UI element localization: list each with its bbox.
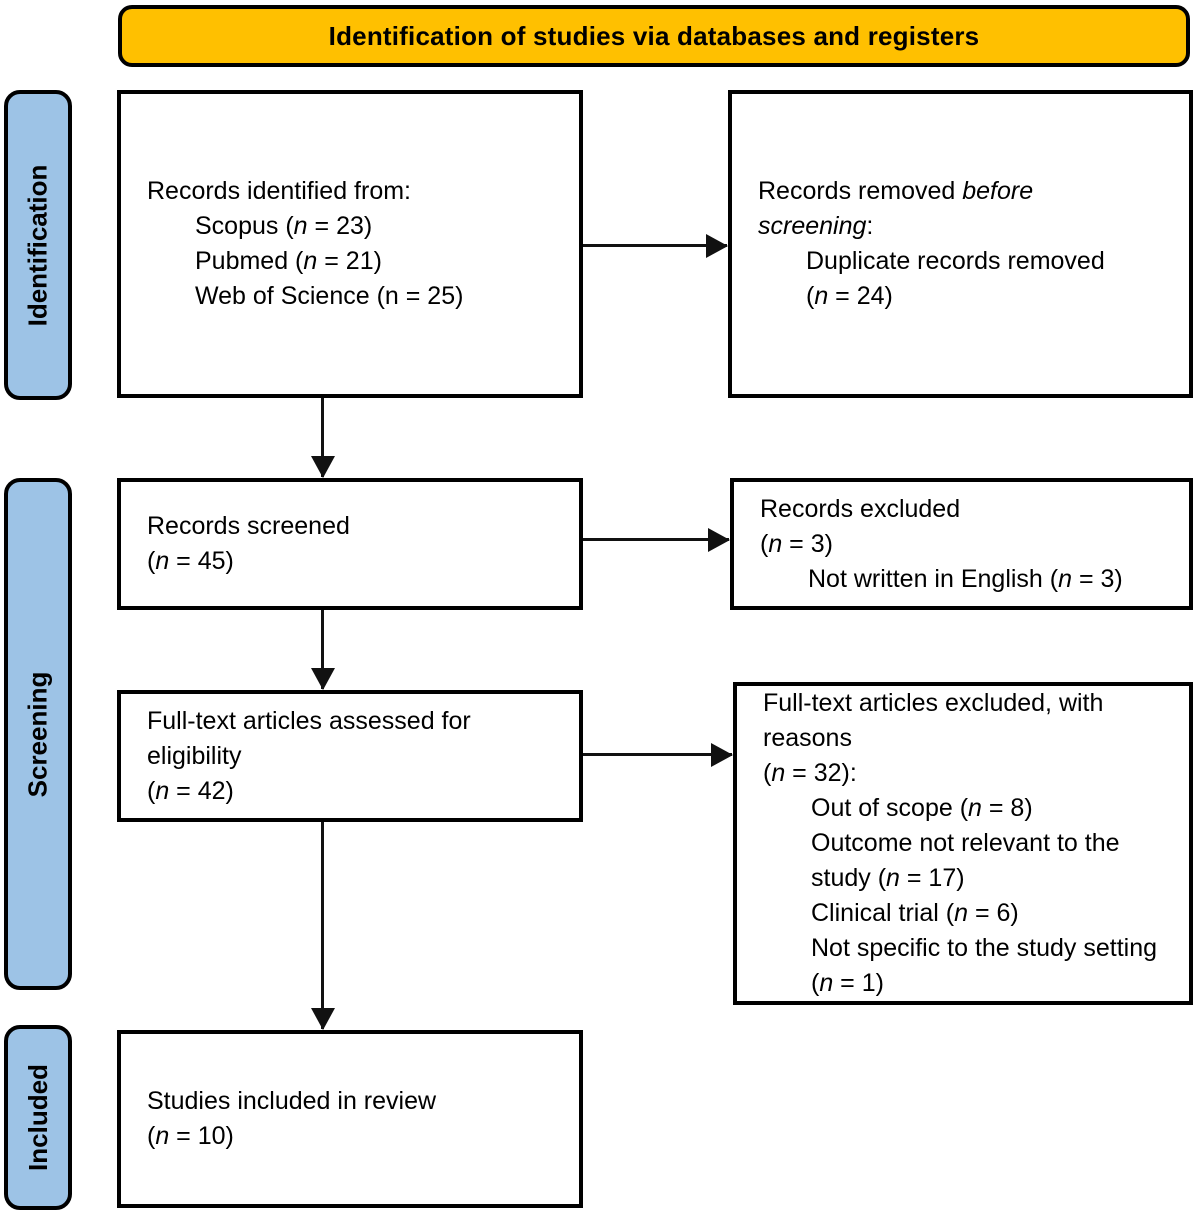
text-line: Records screened	[147, 512, 350, 540]
text-line: Studies included in review	[147, 1087, 437, 1115]
arrow-identified-to-screened	[321, 398, 324, 477]
text-line: Records identified from:	[147, 177, 412, 205]
arrow-assessed-to-excluded	[583, 753, 732, 756]
text-line: (n = 45)	[147, 547, 234, 575]
box-records-removed: Records removed before screening: Duplica…	[728, 90, 1193, 398]
header-banner: Identification of studies via databases …	[118, 5, 1190, 67]
text-line: Duplicate records removed (n = 24)	[806, 247, 1105, 310]
text-line: Out of scope (n = 8)	[811, 794, 1033, 822]
text-line: Not written in English (n = 3)	[808, 564, 1123, 593]
box-fulltext-assessed: Full-text articles assessed for eligibil…	[117, 690, 583, 822]
box-studies-included: Studies included in review (n = 10)	[117, 1030, 583, 1208]
box-records-excluded: Records excluded (n = 3) Not written in En…	[730, 478, 1193, 610]
text-line: Pubmed (n = 21)	[195, 247, 382, 275]
box-records-screened: Records screened (n = 45)	[117, 478, 583, 610]
text-line: Records excluded	[760, 494, 961, 523]
stage-bar-included: Included	[4, 1025, 72, 1210]
text-line: (n = 42)	[147, 776, 234, 805]
arrow-identified-to-removed	[583, 244, 727, 247]
arrow-screened-to-assessed	[321, 610, 324, 689]
text-line: Web of Science (n = 25)	[195, 282, 464, 310]
text-line: Scopus (n = 23)	[195, 212, 373, 240]
header-title: Identification of studies via databases …	[328, 20, 980, 51]
text-line: Full-text articles excluded, with reason…	[763, 689, 1104, 752]
arrow-screened-to-excluded	[583, 538, 729, 541]
text-line: Outcome not relevant to the study (n = 1…	[811, 829, 1120, 892]
stage-label-included: Included	[22, 1064, 53, 1171]
box-fulltext-excluded: Full-text articles excluded, with reason…	[733, 682, 1193, 1005]
stage-bar-screening: Screening	[4, 478, 72, 990]
text-line: Not specific to the study setting (n = 1…	[811, 934, 1158, 997]
stage-bar-identification: Identification	[4, 90, 72, 400]
text-line: (n = 32):	[763, 759, 857, 787]
text-line: (n = 10)	[147, 1122, 234, 1150]
stage-label-identification: Identification	[22, 164, 53, 326]
stage-label-screening: Screening	[22, 671, 53, 797]
box-records-identified: Records identified from: Scopus (n = 23) P…	[117, 90, 583, 398]
text-line: Clinical trial (n = 6)	[811, 899, 1019, 927]
text-line: (n = 3)	[760, 529, 833, 558]
arrow-assessed-to-included	[321, 822, 324, 1029]
text-line: Full-text articles assessed for eligibil…	[147, 706, 471, 770]
text-line: Records removed before screening:	[758, 177, 1034, 240]
